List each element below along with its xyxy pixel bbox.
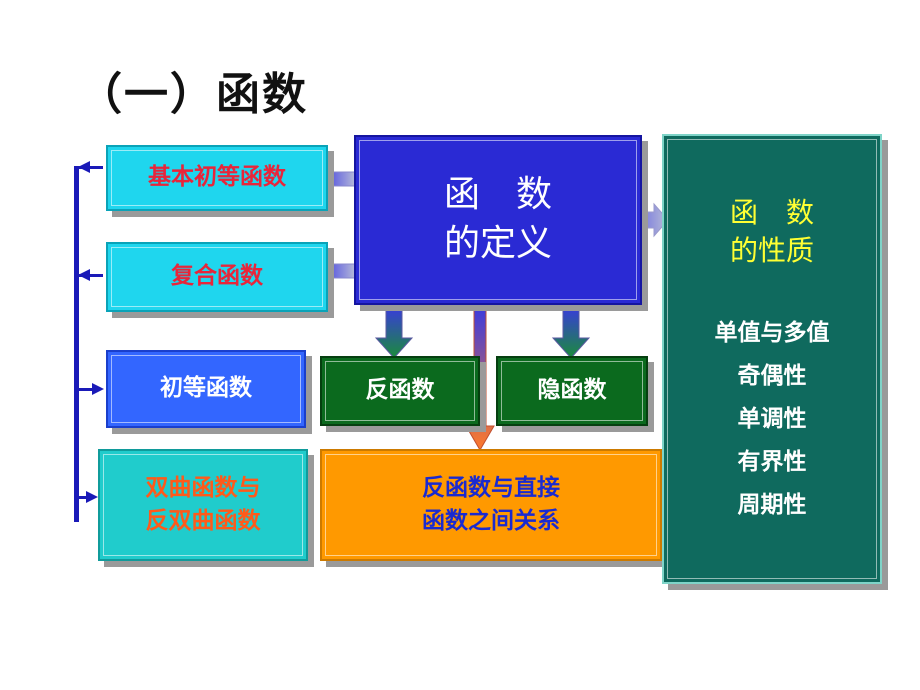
- relation-line-1: 反函数与直接: [422, 474, 560, 501]
- property-item: 单值与多值: [714, 319, 830, 346]
- bracket-arrow-basic: [78, 161, 103, 173]
- bracket-arrow-elementary: [79, 383, 104, 395]
- inverse-function-box: 反函数: [320, 356, 480, 426]
- arrow-definition-to-inverse: [374, 305, 414, 359]
- implicit-function-box: 隐函数: [496, 356, 648, 426]
- properties-title-line-1: 函 数: [729, 196, 814, 229]
- property-item: 单调性: [737, 405, 807, 432]
- bracket-arrow-composite: [78, 269, 103, 281]
- connector-composite-definition: [329, 263, 357, 279]
- hyperbolic-functions-line-2: 反双曲函数: [145, 508, 261, 534]
- composite-functions-box: 复合函数: [106, 242, 328, 312]
- connector-basic-definition: [329, 171, 357, 187]
- property-item: 奇偶性: [737, 362, 807, 389]
- relation-line-2: 函数之间关系: [422, 508, 560, 534]
- properties-title-line-2: 的性质: [729, 233, 814, 267]
- implicit-function-label: 隐函数: [537, 377, 607, 404]
- slide-title: （一）函数: [78, 69, 308, 120]
- bracket-line: [74, 166, 79, 522]
- arrow-definition-to-implicit: [551, 305, 591, 359]
- definition-line-2: 的定义: [443, 223, 552, 264]
- properties-list: 单值与多值 奇偶性 单调性 有界性 周期性: [715, 312, 830, 527]
- function-definition-box: 函 数 的定义: [354, 135, 642, 305]
- inverse-direct-relation-box: 反函数与直接 函数之间关系: [320, 449, 662, 561]
- hyperbolic-functions-box: 双曲函数与 反双曲函数: [98, 449, 308, 561]
- function-properties-box: 函 数 的性质 单值与多值 奇偶性 单调性 有界性 周期性: [662, 134, 882, 584]
- property-item: 有界性: [737, 448, 807, 475]
- basic-elementary-functions-label: 基本初等函数: [148, 164, 286, 191]
- elementary-functions-box: 初等函数: [106, 350, 306, 428]
- inverse-function-label: 反函数: [365, 377, 435, 404]
- hyperbolic-functions-line-1: 双曲函数与: [145, 474, 261, 501]
- definition-line-1: 函 数: [443, 174, 552, 216]
- elementary-functions-label: 初等函数: [160, 375, 252, 402]
- property-item: 周期性: [737, 491, 807, 518]
- arrow-definition-to-relation: [465, 305, 495, 451]
- bracket-arrow-hyperbolic: [79, 491, 98, 503]
- basic-elementary-functions-box: 基本初等函数: [106, 145, 328, 211]
- composite-functions-label: 复合函数: [171, 263, 263, 290]
